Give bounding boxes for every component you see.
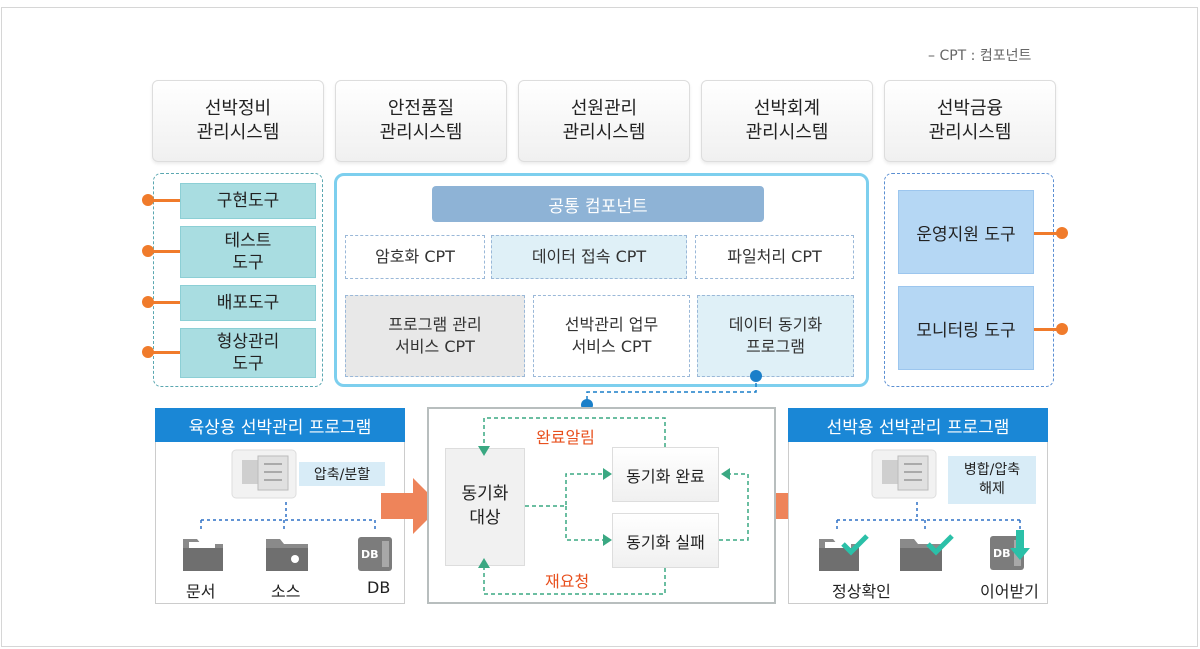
connector-line	[1034, 328, 1062, 331]
ship-program-title: 선박용 선박관리 프로그램	[788, 408, 1048, 442]
dev-tools-group	[153, 173, 323, 387]
program-mgmt-cpt: 프로그램 관리 서비스 CPT	[345, 295, 525, 377]
ship-business-cpt: 선박관리 업무 서비스 CPT	[533, 295, 690, 377]
system-finance: 선박금융 관리시스템	[884, 80, 1056, 162]
connector-dot	[1056, 323, 1068, 335]
crypto-cpt: 암호화 CPT	[345, 235, 485, 279]
connector-line	[148, 301, 180, 304]
db-icon: DB	[358, 537, 392, 571]
db-label: DB	[367, 578, 391, 597]
source-folder-check-icon	[900, 534, 954, 571]
connector-line	[148, 250, 180, 253]
db-icon-label: DB	[993, 547, 1011, 560]
source-folder-icon	[266, 539, 308, 571]
file-cpt: 파일처리 CPT	[695, 235, 854, 279]
data-access-cpt: 데이터 접속 CPT	[491, 235, 687, 279]
connector-dot	[1056, 227, 1068, 239]
connector-line	[148, 351, 180, 354]
connector-dot	[142, 245, 154, 257]
config-tool: 형상관리 도구	[180, 328, 316, 378]
system-maintenance: 선박정비 관리시스템	[152, 80, 324, 162]
land-tree-lines	[200, 502, 376, 532]
re-request-label: 재요청	[545, 572, 590, 591]
sync-complete-box: 동기화 완료	[612, 447, 719, 502]
db-icon-label: DB	[361, 548, 379, 561]
legend: – CPT : 컴포넌트	[928, 48, 1032, 64]
diagram-frame	[1, 7, 1198, 647]
source-label: 소스	[271, 582, 301, 601]
monitoring-tool: 모니터링 도구	[898, 286, 1034, 370]
connector-dot	[142, 296, 154, 308]
ship-tree-lines	[836, 502, 1021, 532]
impl-tool: 구현도구	[180, 183, 316, 219]
ops-support-tool: 운영지원 도구	[898, 190, 1034, 274]
archive-icon	[231, 449, 297, 499]
compress-label: 압축/분할	[299, 462, 385, 486]
sync-failed-box: 동기화 실패	[612, 513, 719, 568]
folder-icon	[183, 539, 223, 571]
deploy-tool: 배포도구	[180, 285, 316, 321]
connector-line	[1034, 232, 1062, 235]
archive-icon	[871, 449, 937, 499]
complete-notice-label: 완료알림	[536, 428, 595, 447]
resume-label: 이어받기	[980, 582, 1039, 601]
doc-label: 문서	[186, 582, 216, 601]
ok-check-label: 정상확인	[832, 582, 891, 601]
ops-tools-group	[884, 173, 1054, 387]
connector-dot	[142, 346, 154, 358]
folder-check-icon	[819, 534, 869, 571]
system-crew: 선원관리 관리시스템	[518, 80, 690, 162]
data-sync-program: 데이터 동기화 프로그램	[697, 295, 854, 377]
db-download-icon: DB	[990, 530, 1030, 570]
sync-target: 동기화 대상	[445, 448, 525, 566]
decompress-label: 병합/압축 해제	[948, 456, 1036, 504]
common-components-title: 공통 컴포넌트	[432, 186, 764, 222]
connector-dot	[142, 194, 154, 206]
connector-line	[148, 199, 180, 202]
system-accounting: 선박회계 관리시스템	[701, 80, 873, 162]
system-safety-quality: 안전품질 관리시스템	[335, 80, 507, 162]
transfer-arrow-icon	[381, 478, 441, 534]
test-tool: 테스트 도구	[180, 226, 316, 278]
land-program-title: 육상용 선박관리 프로그램	[155, 408, 405, 442]
